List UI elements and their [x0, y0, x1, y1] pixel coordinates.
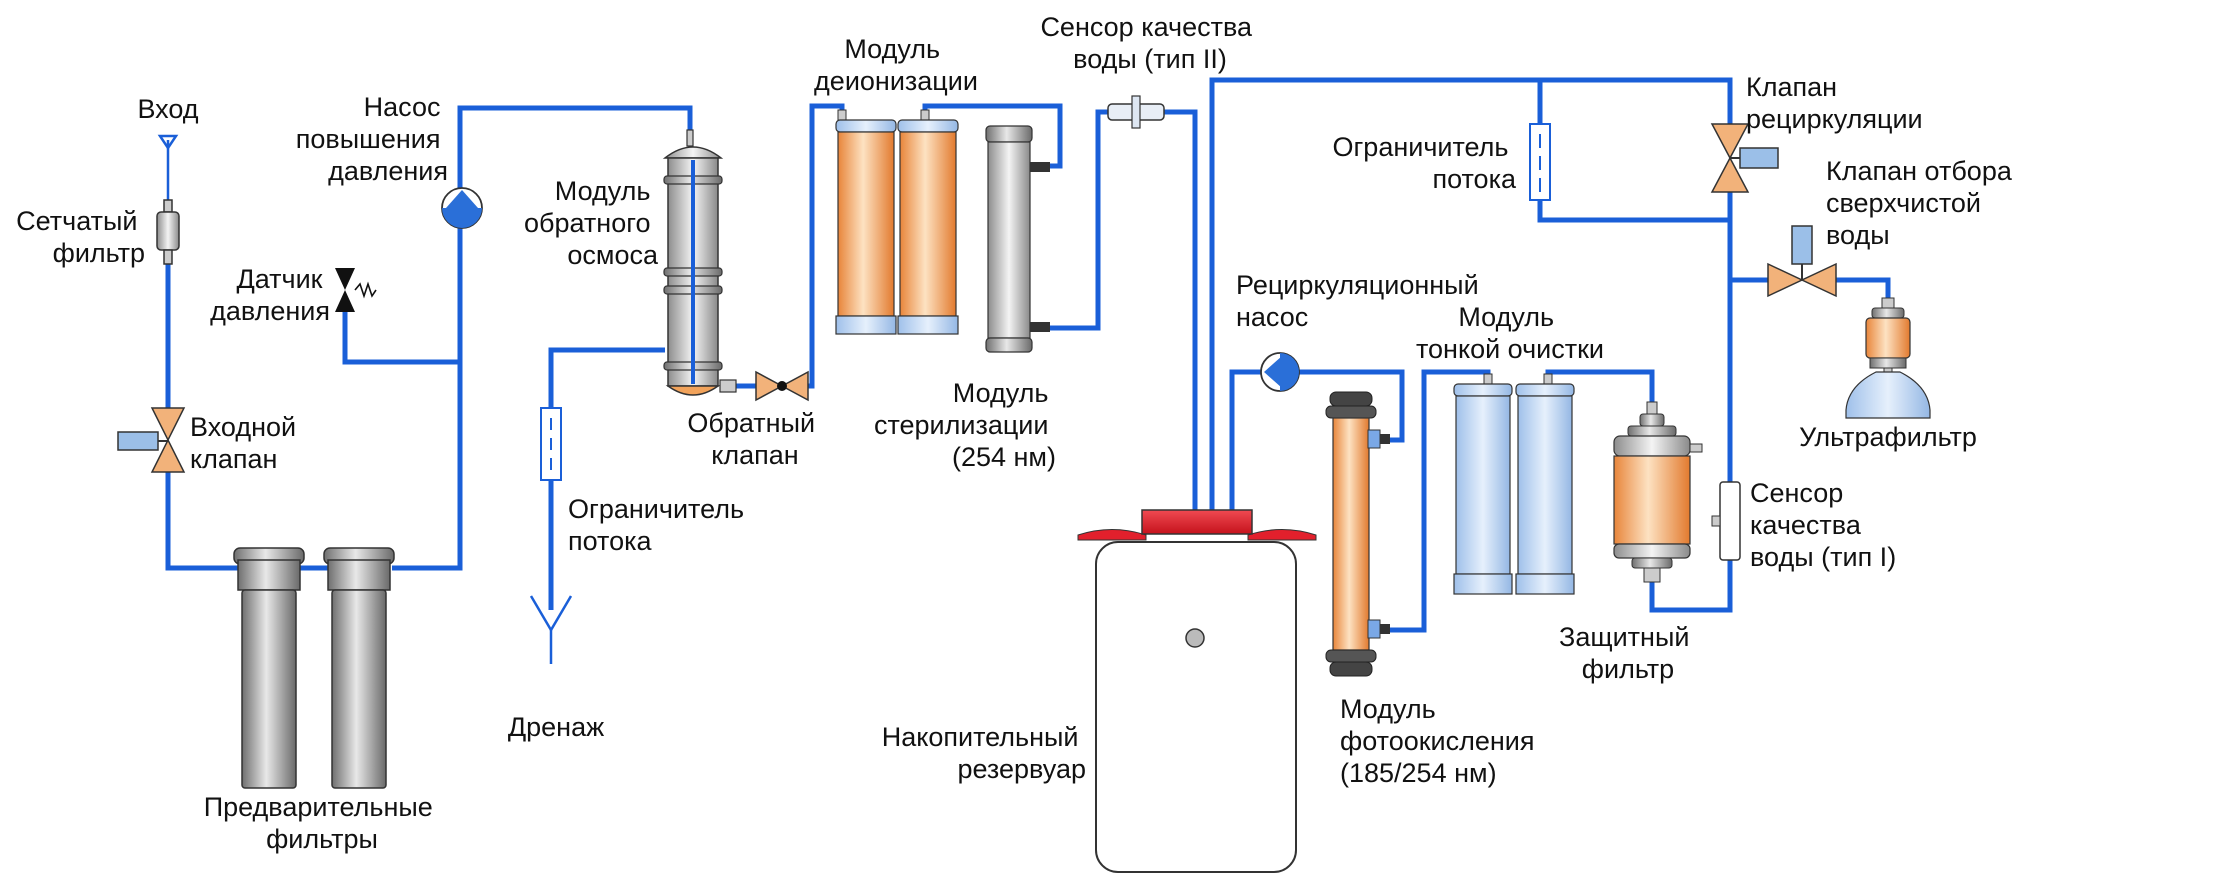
check-valve-icon	[719, 370, 809, 402]
drain-icon	[529, 595, 573, 664]
prefilters-label: Предварительные фильтры	[204, 792, 441, 854]
pipes	[165, 77, 1891, 633]
prefilter-1	[233, 547, 305, 789]
guard-filter	[1613, 401, 1703, 583]
sterilization-module	[985, 125, 1050, 353]
pressure-sensor-label: Датчик давления	[210, 264, 330, 326]
deionization-label: Модуль деионизации	[814, 34, 978, 96]
recirculation-pump-label: Рециркуляционный насос	[1236, 270, 1486, 332]
sensor-type-ii-label: Сенсор качества воды (тип II)	[1040, 12, 1259, 74]
deionization-cartridge-1	[835, 109, 897, 335]
ro-module	[662, 129, 724, 396]
inlet-valve-label: Входной клапан	[190, 412, 304, 474]
photo-oxidation-module	[1325, 391, 1390, 677]
booster-pump-icon	[441, 187, 483, 229]
photo-oxidation-label: Модуль фотоокисления (185/254 нм)	[1340, 694, 1542, 788]
booster-pump-label: Насос повышения давления	[296, 92, 448, 186]
ultrafilter	[1845, 297, 1931, 419]
guard-filter-label: Защитный фильтр	[1559, 622, 1697, 684]
recirculation-pump-icon	[1260, 352, 1300, 392]
dispense-valve-icon	[1767, 225, 1837, 298]
inlet-label: Вход	[137, 94, 198, 124]
pressure-sensor-icon	[335, 268, 377, 312]
check-valve-label: Обратный клапан	[687, 408, 822, 470]
inlet-valve-icon	[117, 407, 186, 473]
mesh-filter-icon	[156, 199, 180, 265]
flow-limiter-b-label: Ограничитель потока	[1332, 132, 1517, 194]
dispense-valve-label: Клапан отбора сверхчистой воды	[1826, 156, 2019, 250]
ro-module-label: Модуль обратного осмоса	[524, 176, 659, 270]
flow-limiter-a-icon	[540, 407, 562, 481]
sensor-type-ii-icon	[1107, 95, 1165, 129]
drain-label: Дренаж	[508, 712, 604, 742]
deionization-cartridge-2	[897, 109, 959, 335]
storage-tank-label: Накопительный резервуар	[882, 722, 1086, 784]
sensor-type-i-icon	[1711, 481, 1741, 561]
sterilization-label: Модуль стерилизации (254 нм)	[874, 378, 1056, 472]
sensor-type-i-label: Сенсор качества воды (тип I)	[1750, 478, 1896, 572]
storage-tank	[1077, 509, 1317, 873]
polishing-cartridge-2	[1515, 373, 1575, 595]
polishing-label: Модуль тонкой очистки	[1416, 302, 1604, 364]
recirculation-valve-icon	[1710, 123, 1779, 193]
polishing-cartridge-1	[1453, 373, 1513, 595]
mesh-filter-label: Сетчатый фильтр	[16, 206, 145, 268]
flow-limiter-a-label: Ограничитель потока	[568, 494, 752, 556]
flow-limiter-b-icon	[1529, 123, 1551, 201]
recirculation-valve-label: Клапан рециркуляции	[1746, 72, 1923, 134]
inlet-funnel-icon	[157, 134, 179, 151]
prefilter-2	[323, 547, 395, 789]
ultrafilter-label: Ультрафильтр	[1799, 422, 1977, 452]
